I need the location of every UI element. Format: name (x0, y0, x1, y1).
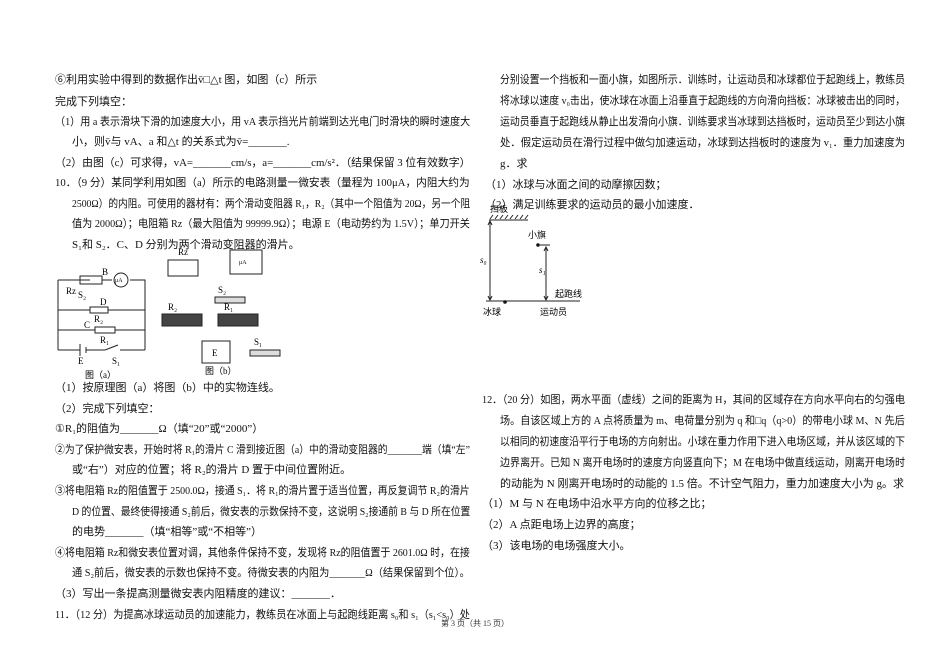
caption-fig-b: 图（b） (205, 366, 237, 376)
text-line: g．求 (500, 158, 528, 170)
text-line: 小，则v̄与 vA、a 和△t 的关系式为v̄=_______. (72, 136, 290, 148)
label-s1: s₁ (539, 265, 546, 275)
ice-hockey-diagram: 挡板 小旗 s₀ s₁ 起跑线 冰球 运动员 (480, 205, 582, 317)
circuit-diagram-a: Rz B μA S₂ D R₂ C R₁ E S₁ 图（a） (57, 268, 146, 380)
caption-fig-a: 图（a） (85, 370, 116, 380)
page-footer: 第 3 页（共 15 页） (441, 619, 509, 628)
text-line: （2）满足训练要求的运动员的最小加速度． (485, 199, 700, 211)
label-e: E (78, 356, 84, 366)
text-line: S₁和 S₂．C、D 分别为两个滑动变阻器的滑片。 (72, 239, 300, 251)
label-r1: R₁ (100, 335, 109, 345)
label-rz-box: Rz (178, 247, 188, 257)
label-c: C (84, 320, 90, 330)
puck-dot (503, 300, 507, 304)
text-line: 的动能为 N 刚离开电场时的动能的 1.5 倍。不计空气阻力，重力加速度大小为 … (500, 478, 904, 490)
text-line: 2500Ω）的内阻。可使用的器材有：两个滑动变阻器 R₁，R₂（其中一个阻值为 … (72, 198, 471, 210)
label-s1: S₁ (112, 356, 120, 366)
text-line: 边界离开。已知 N 离开电场时的速度方向竖直向下；M 在电场中做直线运动，刚离开… (500, 457, 906, 469)
text-line: 11．（12 分）为提高冰球运动员的加速能力，教练员在冰面上与起跑线距离 s₀和… (55, 609, 470, 621)
text-line: D 的位置、最终使得接通 S₂前后，微安表的示数保持不变，这说明 S₂接通前 B… (72, 506, 471, 518)
label-board: 挡板 (490, 205, 508, 214)
label-r2-b: R₂ (168, 302, 177, 312)
text-line: 10．（9 分）某同学利用如图（a）所示的电路测量一微安表（量程为 100μA，… (55, 177, 470, 189)
label-start-line: 起跑线 (555, 288, 582, 299)
text-line: （1）冰球与冰面之间的动摩擦因数； (485, 179, 667, 191)
text-line: 运动员垂直于起跑线从静止出发滑向小旗．训练要求当冰球到达挡板时，运动员至少到达小… (500, 116, 905, 128)
text-line: 通 S₂前后，微安表的示数也保持不变。待微安表的内阻为_______Ω（结果保留… (72, 567, 470, 579)
text-line: ①R₁的阻值为_______Ω（填“20”或“2000”） (55, 423, 264, 435)
text-line: （2）完成下列填空： (55, 403, 160, 415)
label-rz: Rz (66, 286, 76, 296)
apparatus-figure-b: Rz μA S₂ R₂ R₁ E S₁ 图（b） (161, 247, 281, 376)
text-line: （1）用 a 表示滑块下滑的加速度大小，用 vA 表示挡光片前端到达光电门时滑块… (55, 116, 471, 128)
label-s1-b: S₁ (254, 337, 262, 347)
label-r2: R₂ (94, 314, 103, 324)
label-s2-b: S₂ (218, 285, 226, 295)
label-flag: 小旗 (528, 229, 546, 240)
label-microammeter-b: μA (239, 260, 247, 266)
text-line: （1）按原理图（a）将图（b）中的实物连线。 (55, 382, 280, 394)
label-r1-b: R₁ (224, 302, 233, 312)
text-line: 完成下列填空： (55, 96, 132, 108)
text-line: （2）A 点距电场上边界的高度； (482, 519, 641, 531)
text-line: 分别设置一个挡板和一面小旗，如图所示．训练时，让运动员和冰球都位于起跑线上，教练… (500, 74, 905, 86)
text-line: ②为了保护微安表，开始时将 R₁的滑片 C 滑到接近图（a）中的滑动变阻器的__… (55, 444, 470, 456)
label-athlete: 运动员 (540, 307, 567, 317)
label-s2: S₂ (78, 290, 86, 300)
text-line: 或“右”）对应的位置；将 R₂的滑片 D 置于中间位置附近。 (72, 464, 352, 476)
text-line: 12．（20 分）如图，两水平面（虚线）之间的距离为 H，其间的区域存在方向水平… (482, 394, 905, 406)
label-b: B (102, 268, 108, 277)
text-line: ④将电阻箱 Rz和微安表位置对调，其他条件保持不变，发现将 Rz的阻值置于 26… (55, 547, 470, 559)
text-line: 以相同的初速度沿平行于电场的方向射出。小球在重力作用下进入电场区域，并从该区域的… (500, 436, 905, 448)
text-line: 处．假定运动员在滑行过程中做匀加速运动，冰球到达挡板时的速度为 v₁．重力加速度… (500, 137, 906, 149)
label-e-b: E (212, 348, 218, 358)
text-line: 将冰球以速度 v₀击出，使冰球在冰面上沿垂直于起跑线的方向滑向挡板：冰球被击出的… (500, 95, 906, 107)
text-line: （1）M 与 N 在电场中沿水平方向的位移之比； (482, 498, 712, 510)
text-line: （3）该电场的电场强度大小。 (482, 540, 631, 552)
text-line: ⑥利用实验中得到的数据作出v̄□△t 图，如图（c）所示 (55, 74, 318, 86)
label-s0: s₀ (480, 255, 487, 265)
text-line: （3）写出一条提高测量微安表内阻精度的建议：_______． (55, 588, 341, 600)
flag-dot (536, 243, 540, 247)
text-line: 场。自该区域上方的 A 点将质量为 m、电荷量分别为 q 和□q（q>0）的带电… (500, 415, 905, 427)
text-line: 的电势_______（填“相等”或“不相等”） (72, 526, 263, 538)
label-microammeter: μA (115, 278, 123, 284)
text-line: ③将电阻箱 Rz的阻值置于 2500.0Ω，接通 S₁．将 R₁的滑片置于适当位… (55, 485, 470, 497)
text-line: 值为 2000Ω）；电阻箱 Rz（最大阻值为 99999.9Ω）；电源 E（电动… (72, 218, 470, 230)
label-d: D (100, 297, 107, 307)
label-puck: 冰球 (483, 306, 501, 317)
text-line: （2）由图（c）可求得，vA=_______cm/s，a=_______cm/s… (55, 157, 471, 169)
